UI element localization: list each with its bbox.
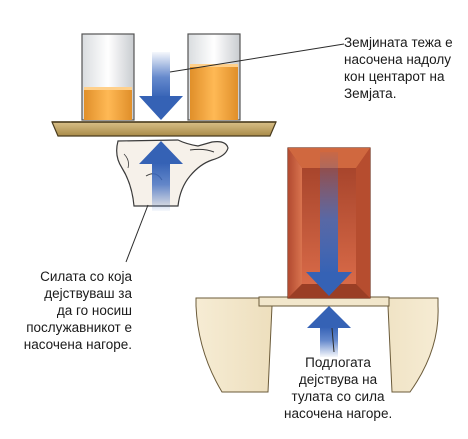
gravity-label-line: насочена надолу bbox=[344, 52, 452, 67]
ground-force-label-line: Подлогата bbox=[305, 355, 371, 370]
leader-line-hand bbox=[125, 204, 149, 263]
arrow-down-icon bbox=[139, 52, 183, 120]
arrow-down-icon bbox=[306, 152, 352, 296]
leader-line-gravity bbox=[169, 43, 345, 73]
glass-icon bbox=[81, 33, 135, 121]
gravity-label-line: кон центарот на bbox=[344, 69, 445, 84]
hand-force-label: Силата со која дејствуваш за да го носиш… bbox=[10, 268, 132, 353]
glass-icon bbox=[187, 33, 241, 121]
ground-force-label-line: тулата со сила bbox=[291, 389, 385, 404]
leader-line-ground bbox=[331, 327, 335, 353]
gravity-label-line: Земјата. bbox=[344, 86, 397, 101]
ground-icon bbox=[195, 296, 439, 393]
ground-force-label-line: дејствува на bbox=[298, 372, 378, 387]
ground-force-label: Подлогата дејствува на тулата со сила на… bbox=[284, 354, 392, 422]
hand-force-label-line: да го носиш bbox=[56, 303, 132, 318]
hand-icon bbox=[116, 139, 229, 207]
ground-force-label-line: насочена нагоре. bbox=[284, 406, 393, 421]
arrow-up-icon bbox=[139, 141, 183, 211]
hand-force-label-line: послужавникот е bbox=[26, 320, 132, 335]
hand-force-label-line: Силата со која bbox=[40, 269, 132, 284]
tray-icon bbox=[51, 121, 277, 137]
gravity-label-line: Земјината тежа е bbox=[344, 35, 453, 50]
arrow-up-icon bbox=[307, 306, 351, 357]
gravity-label: Земјината тежа е насочена надолу кон цен… bbox=[344, 34, 453, 102]
hand-force-label-line: дејствуваш за bbox=[44, 286, 132, 301]
hand-force-label-line: насочена нагоре. bbox=[23, 337, 132, 352]
